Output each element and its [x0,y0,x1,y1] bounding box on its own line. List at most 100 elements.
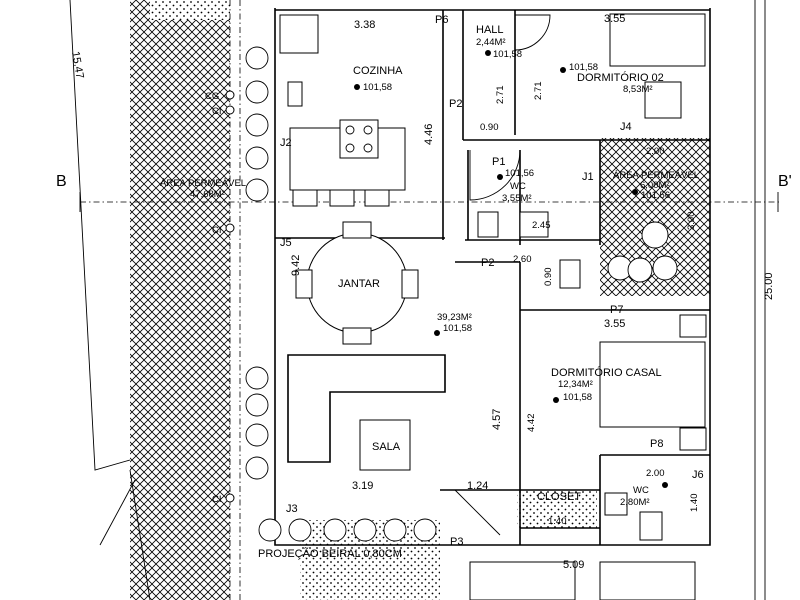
room-hall-level: 101,58 [493,49,522,60]
hatched-closet [517,490,597,528]
dim-0-90: 0.90 [543,268,554,287]
dim-1-24: 1.24 [467,480,488,492]
room-hall-name: HALL [476,24,504,36]
bed-casal [599,341,706,428]
site-dim-left: 15.47 [69,50,86,79]
dim-3-55: 3.55 [604,318,625,330]
label-j2: J2 [280,137,292,149]
sink-wc2 [604,492,628,516]
chair [342,221,372,239]
fridge [279,14,319,54]
interior-walls [275,10,710,545]
hatched-strip-left [130,0,230,600]
room-cozinha-level: 101,58 [363,82,392,93]
room-wc1-level: 101,56 [505,168,534,179]
chair [295,269,313,299]
room-dorm-casal-area: 12,34M² [558,379,593,390]
toilet-wc2 [639,511,663,541]
dim-0-90: 0.90 [480,122,499,133]
nightstand [679,427,707,451]
dim-5-09: 5.09 [563,559,584,571]
label-ci: CI [212,494,222,505]
room-cozinha-name: COZINHA [353,65,403,77]
burner [345,125,355,135]
label-ci: CI [212,106,222,117]
shower [559,259,581,289]
shrubs [245,46,678,542]
room-wc2-area: 2,80M² [620,497,650,508]
room-hall-area: 2,44M² [476,37,506,48]
label-p2: P2 [481,257,494,269]
inspection-point-icon [225,493,235,503]
bed-dorm2 [609,13,706,67]
nightstand [679,314,707,338]
label-j4: J4 [620,121,632,133]
dim-4-42: 4.42 [526,414,537,433]
note-beiral: PROJEÇÃO BEIRAL 0,80CM [258,547,402,560]
room-dorm2-area: 8,53M² [623,84,653,95]
room-dorm2-name: DORMITÓRIO 02 [577,71,664,84]
label-p7: P7 [610,304,623,316]
dim-2-00: 2.00 [646,146,665,157]
label-j1: J1 [582,171,594,183]
dim-1-40: 1.40 [548,516,567,527]
car-outline [469,561,576,600]
dim-3-00: 3.00 [686,212,697,231]
label-p8: P8 [650,438,663,450]
desk-chair [644,81,682,119]
chair [401,269,419,299]
stool [329,189,355,207]
door-swing [514,14,551,51]
room-jantar-name: JANTAR [338,278,380,290]
dim-4-46: 4.46 [423,124,435,145]
sink-wc1 [477,211,499,238]
dim-2-71: 2.71 [495,86,506,105]
room-sala-area: 39,23M² [437,312,472,323]
sofa [287,354,446,463]
room-wc1-area: 3,55M² [502,193,532,204]
dim-3-19: 3.19 [352,480,373,492]
label-j3: J3 [286,503,298,515]
area-permeavel-right-name: ÁREA PERMEÁVEL [613,170,699,181]
area-permeavel-right-level: 101,56 [641,190,670,201]
area-permeavel-left-name: ÁREA PERMEÁVEL [160,178,246,189]
dim-1-40: 1.40 [689,494,700,513]
inspection-point-icon [225,105,235,115]
dim-4-57: 4.57 [491,409,503,430]
label-p6: P6 [435,14,448,26]
dim-2-45: 2.45 [532,220,551,231]
section-label-right: B' [778,173,792,190]
stool [292,189,318,207]
cooktop [339,119,379,159]
label-cg: CG [205,91,219,102]
site-boundary [69,0,151,600]
dim-3-55: 3.55 [604,13,625,25]
inspection-point-icon [225,223,235,233]
label-j5: J5 [280,237,292,249]
room-dorm-casal-name: DORMITÓRIO CASAL [551,366,662,379]
section-label-left: B [56,173,67,190]
door-swing [454,489,501,536]
dim-2-71: 2.71 [533,82,544,101]
stove [287,81,303,107]
burner [363,143,373,153]
area-permeavel-left-area: 47,68M² [190,189,225,200]
room-wc1-name: WC [510,181,526,192]
label-j6: J6 [692,469,704,481]
room-wc2-name: WC [633,485,649,496]
dim-2-60: 2.60 [513,254,532,265]
label-p3: P3 [450,536,463,548]
car-outline [599,561,696,600]
room-dorm-casal-level: 101,58 [563,392,592,403]
gas-point-icon [225,90,235,100]
site-boundary-right [754,0,766,600]
level-markers [354,50,668,488]
chair [342,327,372,345]
dim-3-38: 3.38 [354,19,375,31]
stool [364,189,390,207]
hatched-top [150,0,230,20]
door-swing [469,149,521,201]
label-p2: P2 [449,98,462,110]
label-ci: CI [212,225,222,236]
burner [345,143,355,153]
